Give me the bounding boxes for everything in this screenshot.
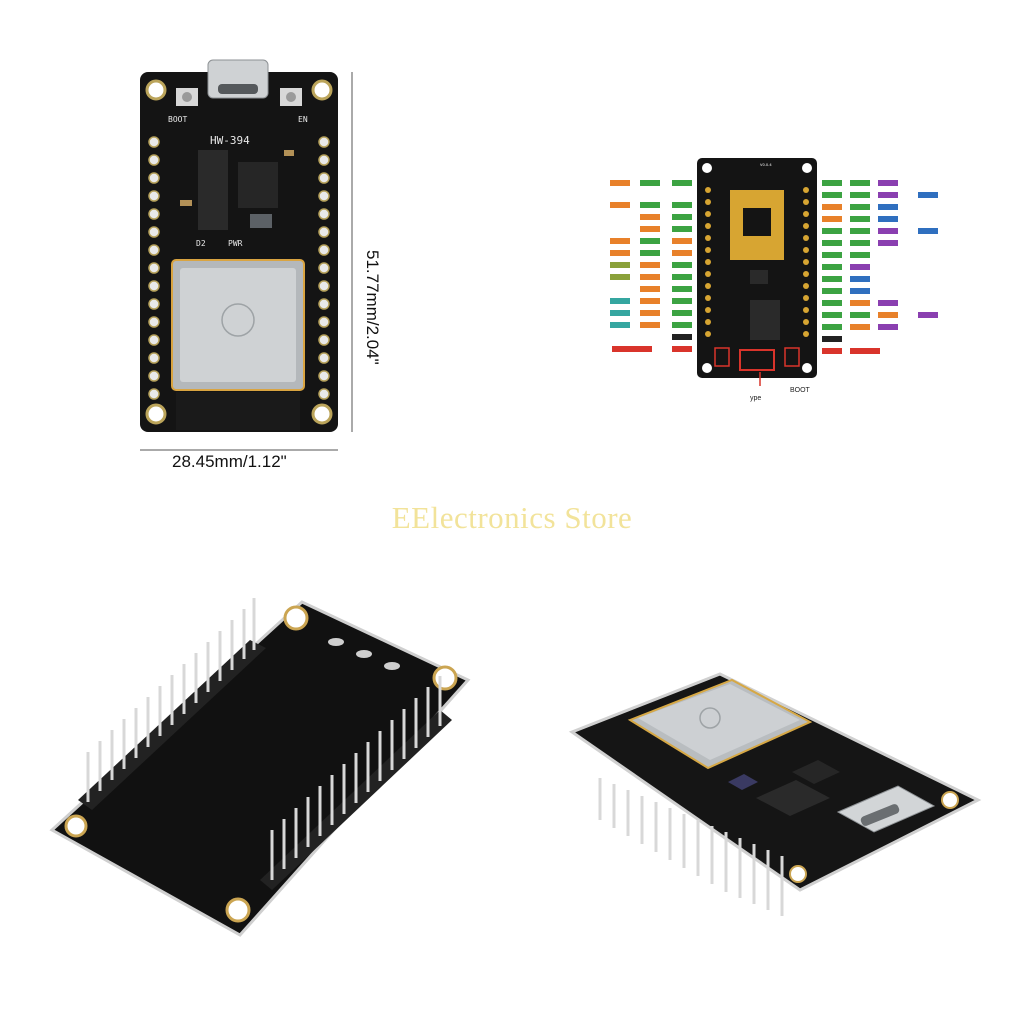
width-dimension-label: 28.45mm/1.12" bbox=[172, 452, 287, 471]
height-dimension-label: 51.77mm/2.04" bbox=[363, 250, 382, 365]
board-back-view-image bbox=[49, 598, 471, 937]
board-top-view-panel: HW-394 BOOT EN PWR D2 28.45mm/1.12" 51.7… bbox=[120, 50, 400, 490]
boot-callout-label: BOOT bbox=[790, 387, 811, 394]
boot-label: BOOT bbox=[168, 115, 187, 124]
pwr-label: PWR bbox=[228, 239, 243, 248]
board-front-angled-image bbox=[568, 672, 982, 916]
type-label: ype bbox=[750, 395, 761, 402]
store-watermark: EElectronics Store bbox=[391, 500, 633, 535]
pinout-diagram-image: V0.0.4 ype BOOT bbox=[610, 158, 938, 402]
pinout-diagram-panel: V0.0.4 ype BOOT bbox=[600, 150, 950, 405]
board-top-view-image: HW-394 BOOT EN PWR D2 bbox=[140, 59, 353, 451]
board-back-view-panel bbox=[40, 590, 480, 950]
board-model-label: HW-394 bbox=[210, 134, 250, 147]
en-label: EN bbox=[298, 115, 308, 124]
board-front-angled-panel bbox=[560, 660, 990, 930]
version-label: V0.0.4 bbox=[760, 163, 772, 167]
d2-label: D2 bbox=[196, 239, 206, 248]
